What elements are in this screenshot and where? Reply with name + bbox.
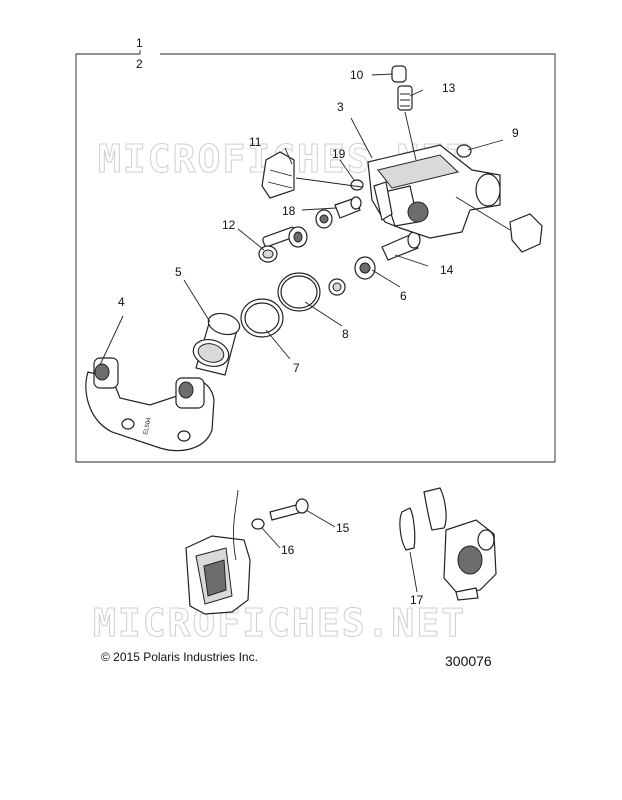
callout-4: 4: [118, 295, 125, 309]
slide-pin-lower: [381, 231, 421, 261]
callout-16: 16: [281, 543, 295, 557]
pin-boot-upper: [288, 209, 333, 248]
callout-11: 11: [249, 135, 262, 149]
leader-lines-bottom: [261, 509, 418, 593]
clip: [261, 151, 295, 199]
brake-pad-rear: [423, 487, 447, 531]
callout-17: 17: [410, 593, 424, 607]
bolt-bottom: [269, 498, 309, 521]
piston: [192, 312, 241, 376]
slide-pin-upper: [334, 196, 362, 219]
callout-19: 19: [332, 147, 346, 161]
caliper-body: [367, 144, 501, 239]
callout-14: 14: [440, 263, 454, 277]
callout-15: 15: [336, 521, 350, 535]
caliper-bracket: EL504: [85, 357, 215, 452]
figure-number: 300076: [445, 653, 492, 669]
callout-2: 2: [136, 57, 143, 71]
plug: [350, 179, 364, 191]
callout-18: 18: [282, 204, 296, 218]
caliper-assembly-right: [443, 519, 497, 601]
bleeder-screw: [397, 85, 417, 161]
bleeder-cap: [391, 65, 407, 83]
callout-3: 3: [337, 100, 344, 114]
callout-1: 1: [136, 36, 143, 50]
callout-9: 9: [512, 126, 519, 140]
svg-text:EL504: EL504: [143, 417, 153, 436]
piston-seal: [277, 272, 321, 312]
caliper-assembly-left: [185, 489, 251, 615]
callout-6: 6: [400, 289, 407, 303]
watermark-bottom: MICROFICHES.NET: [93, 601, 466, 645]
callout-10: 10: [350, 68, 364, 82]
assembly-frame: [75, 50, 556, 463]
callout-12: 12: [222, 218, 236, 232]
leader-lines: [99, 73, 511, 366]
washer: [456, 144, 472, 158]
brake-pad-front: [399, 507, 416, 551]
callout-5: 5: [175, 265, 182, 279]
callout-13: 13: [442, 81, 456, 95]
pin-boot-lower: [328, 256, 376, 296]
callout-7: 7: [293, 361, 300, 375]
washer-bottom: [251, 518, 265, 530]
clip-right: [509, 213, 543, 253]
copyright-text: © 2015 Polaris Industries Inc.: [101, 650, 258, 664]
dust-seal: [240, 298, 284, 338]
callout-8: 8: [342, 327, 349, 341]
